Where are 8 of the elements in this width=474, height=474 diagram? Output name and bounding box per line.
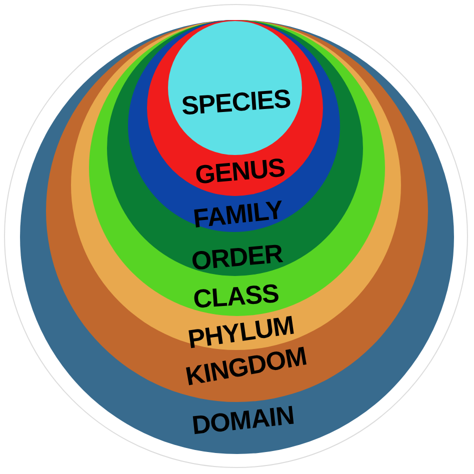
rank-label: ORDER — [190, 240, 284, 274]
rank-label: CLASS — [192, 280, 280, 312]
rank-label: GENUS — [194, 154, 286, 188]
rank-label: SPECIES — [180, 85, 292, 119]
rank-label: DOMAIN — [190, 402, 296, 438]
nested-circle — [147, 20, 323, 196]
nested-circle — [168, 21, 302, 155]
rank-label: FAMILY — [192, 196, 284, 232]
